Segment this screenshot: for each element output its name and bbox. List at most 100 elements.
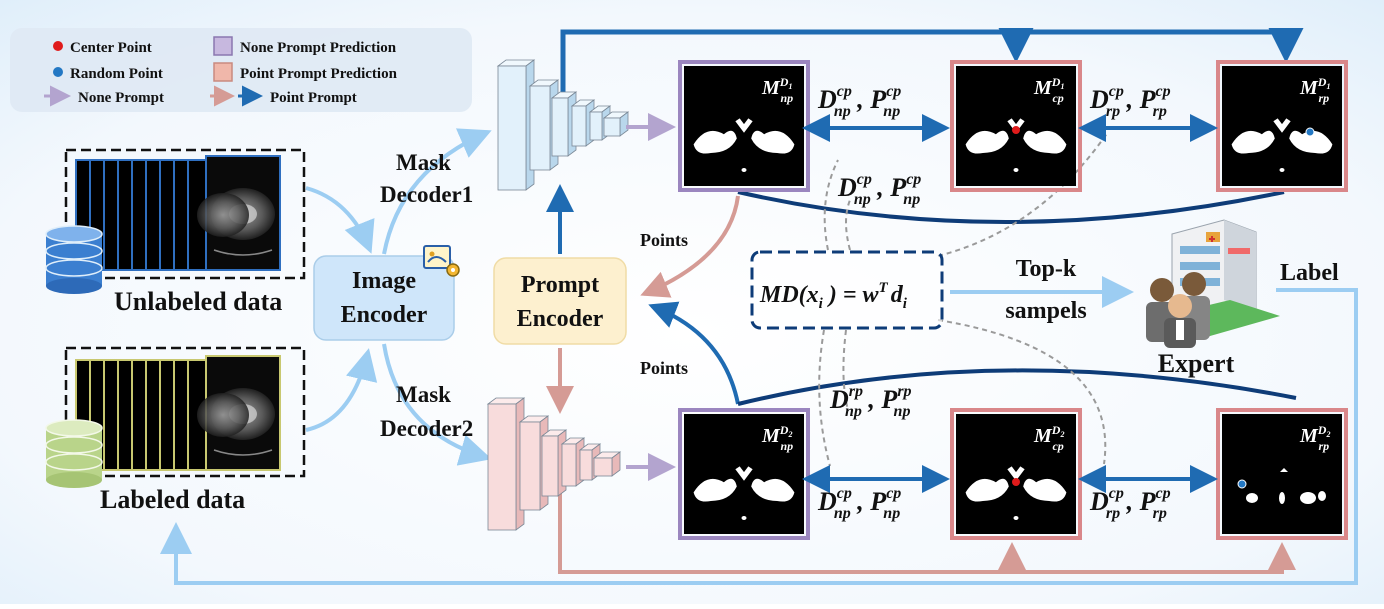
- none-prompt-prediction-swatch: [213, 36, 233, 56]
- bone-segment: [1300, 492, 1316, 504]
- bone-segment: [1279, 168, 1285, 172]
- decoder-block: [571, 105, 587, 147]
- topk-line1: Top-k: [1016, 256, 1077, 282]
- random-point-marker: [1237, 479, 1247, 489]
- points-bottom-label: Points: [640, 358, 688, 378]
- bone-segment: [751, 478, 795, 502]
- labeled-to-encoder-arrow: [305, 348, 378, 432]
- encoder-to-decoder2-arrow: [382, 343, 492, 466]
- decoder-block: [579, 449, 593, 481]
- center-point-marker: [1012, 126, 1020, 134]
- prompt-encoder-line1: Prompt: [521, 272, 599, 298]
- database-icon: [45, 419, 103, 488]
- mask-decoder1-line1: Mask: [396, 150, 451, 175]
- bone-segment: [1023, 478, 1067, 502]
- ct-body: [197, 393, 249, 437]
- unlabeled-data-stack: [64, 148, 306, 280]
- bone-segment: [1318, 491, 1326, 501]
- decoder-block: [529, 85, 551, 171]
- legend-point-prompt-prediction: Point Prompt Prediction: [240, 66, 398, 82]
- prompt-encoder: Prompt Encoder: [493, 257, 627, 345]
- bone-segment: [1007, 118, 1025, 133]
- decoder-block: [589, 111, 603, 141]
- bone-segment: [693, 130, 737, 154]
- points-bottom-arrow: [648, 301, 740, 405]
- mask-decoder2-line2: Decoder2: [380, 416, 473, 441]
- np-rp-top-curve: [737, 190, 1285, 224]
- bone-segment: [1231, 130, 1275, 154]
- image-encoder-line1: Image: [352, 268, 416, 294]
- legend-random-point: Random Point: [70, 66, 163, 82]
- ct-table: [213, 449, 273, 456]
- np-rp-bottom-curve: [737, 368, 1297, 406]
- bone-segment: [1289, 130, 1333, 154]
- decoder-block: [603, 117, 621, 137]
- topk-line2: sampels: [1005, 298, 1086, 324]
- metric-connectors: [818, 131, 1109, 467]
- bone-segment: [1280, 468, 1288, 472]
- bone-segment: [1023, 130, 1067, 154]
- image-settings-icon: [423, 245, 460, 277]
- legend-center-point: Center Point: [70, 40, 152, 56]
- ct-table: [213, 249, 273, 256]
- decoder-block: [593, 457, 613, 477]
- decoder-block: [541, 435, 559, 497]
- legend-none-prompt: None Prompt: [78, 90, 164, 106]
- center-point-legend-icon: [53, 41, 63, 51]
- mask-decoder2-blocks: [486, 397, 622, 531]
- prompt-encoder-line2: Encoder: [517, 306, 604, 332]
- mask-decoder1-line2: Decoder1: [380, 182, 473, 207]
- ct-body: [197, 193, 249, 237]
- image-encoder: Image Encoder: [313, 255, 455, 341]
- mask-decoder1-blocks: [496, 59, 630, 191]
- random-point-marker: [1305, 127, 1315, 137]
- mask-decoder2-line1: Mask: [396, 382, 451, 407]
- center-point-marker: [1012, 478, 1020, 486]
- expert-label: Expert: [1158, 349, 1235, 378]
- bottom-point-prompt-line: [558, 470, 1296, 574]
- label-feedback-loop: [160, 288, 1358, 585]
- labeled-data-label: Labeled data: [100, 485, 245, 514]
- decoder-block: [487, 403, 517, 531]
- label-text: Label: [1280, 260, 1339, 286]
- encoder-to-decoder1-arrow: [382, 128, 492, 255]
- decoder-block: [519, 421, 541, 511]
- points-top-label: Points: [640, 230, 688, 250]
- unlabeled-to-encoder-arrow: [305, 186, 375, 254]
- expert-icon: [1146, 219, 1280, 348]
- bone-segment: [735, 118, 753, 133]
- bone-segment: [1279, 492, 1285, 504]
- decoder-block: [497, 65, 527, 191]
- random-point-legend-icon: [53, 67, 63, 77]
- bone-segment: [965, 478, 1009, 502]
- labeled-data-stack: [64, 346, 306, 478]
- bone-segment: [1013, 516, 1019, 520]
- decoder-block: [561, 443, 577, 487]
- decoder-block: [551, 97, 569, 157]
- bone-segment: [965, 130, 1009, 154]
- points-top-arrow: [640, 195, 740, 298]
- legend-point-prompt: Point Prompt: [270, 90, 357, 106]
- bone-segment: [735, 466, 753, 481]
- database-icon: [45, 225, 103, 294]
- bone-segment: [741, 168, 747, 172]
